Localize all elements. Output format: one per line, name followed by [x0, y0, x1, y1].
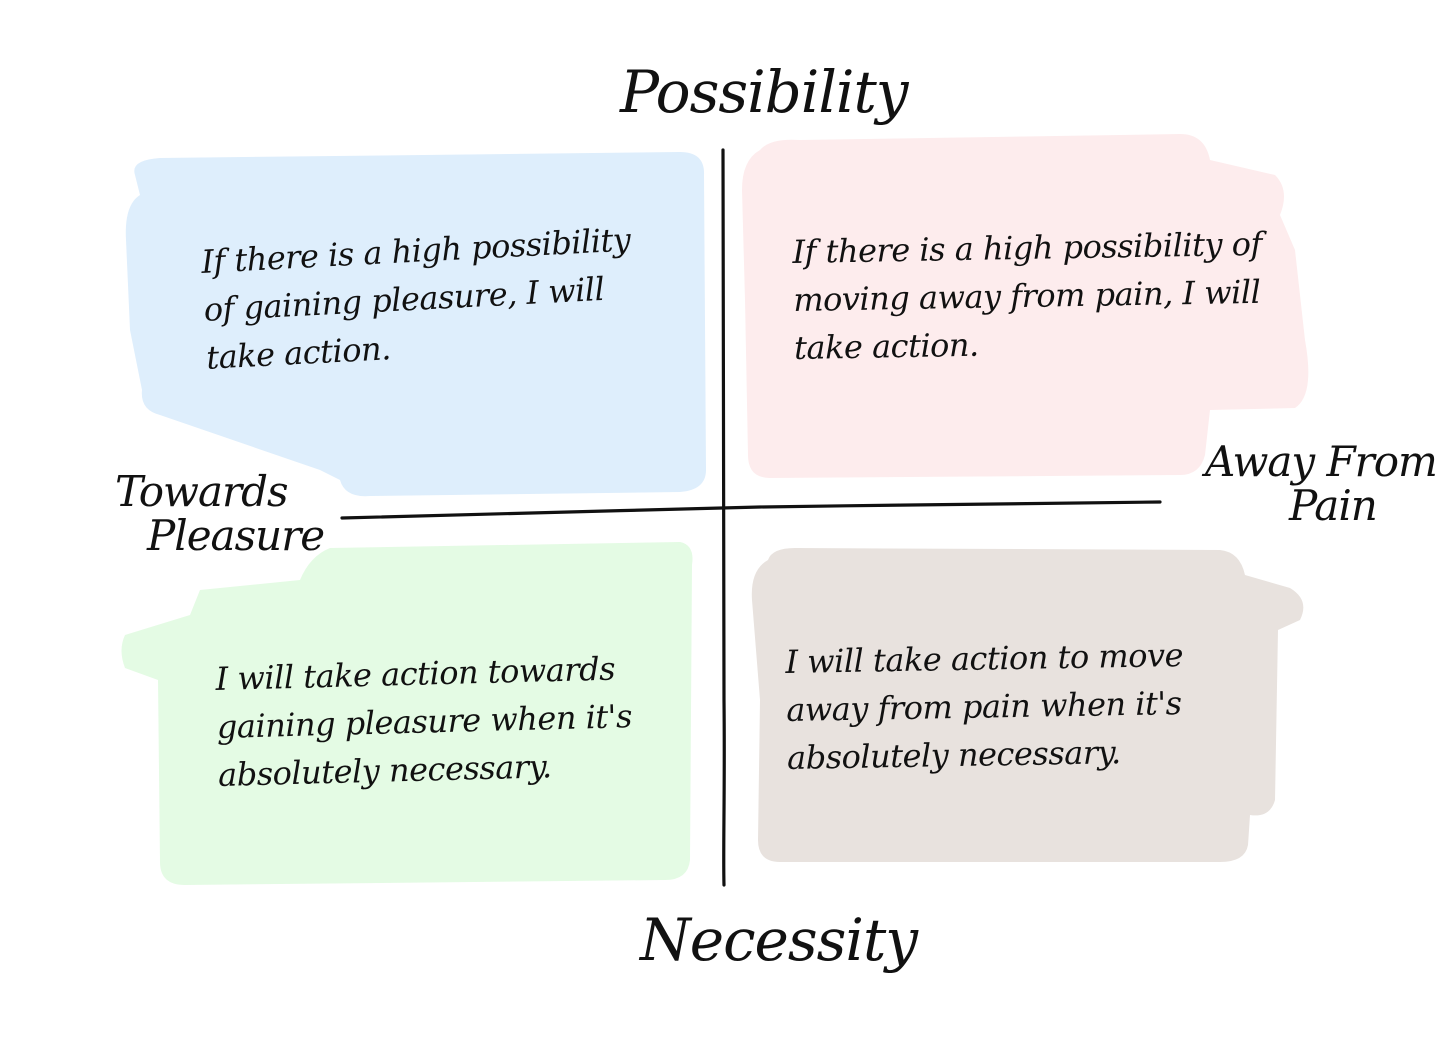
- quadrant-text-bottom-right: I will take action to move away from pai…: [785, 636, 1184, 777]
- quadrant-text-top-left: If there is a high possibility of gainin…: [200, 220, 632, 377]
- axis-label-left-line-1: Towards: [115, 467, 289, 516]
- axis-label-necessity: Necessity: [640, 906, 918, 974]
- axis-label-right-line-1: Away From: [1205, 437, 1438, 486]
- axis-label-towards-pleasure: Towards Pleasure: [115, 467, 325, 561]
- quadrant-text-top-right: If there is a high possibility of moving…: [792, 224, 1263, 367]
- quadrant-bg-top-right: [742, 134, 1309, 478]
- quadrant-bg-bottom-left: [121, 542, 693, 885]
- quadrant-bg-top-left: [125, 152, 707, 497]
- vertical-axis: [721, 148, 726, 887]
- axis-label-possibility: Possibility: [620, 58, 909, 126]
- axis-label-away-from-pain: Away From Pain: [1205, 437, 1438, 531]
- quadrant-bg-bottom-right: [751, 548, 1304, 862]
- quadrant-text-bottom-left: I will take action towards gaining pleas…: [215, 649, 633, 794]
- axis-label-left-line-2: Pleasure: [147, 511, 325, 561]
- axis-label-right-line-2: Pain: [1288, 481, 1378, 531]
- horizontal-axis: [340, 500, 1162, 520]
